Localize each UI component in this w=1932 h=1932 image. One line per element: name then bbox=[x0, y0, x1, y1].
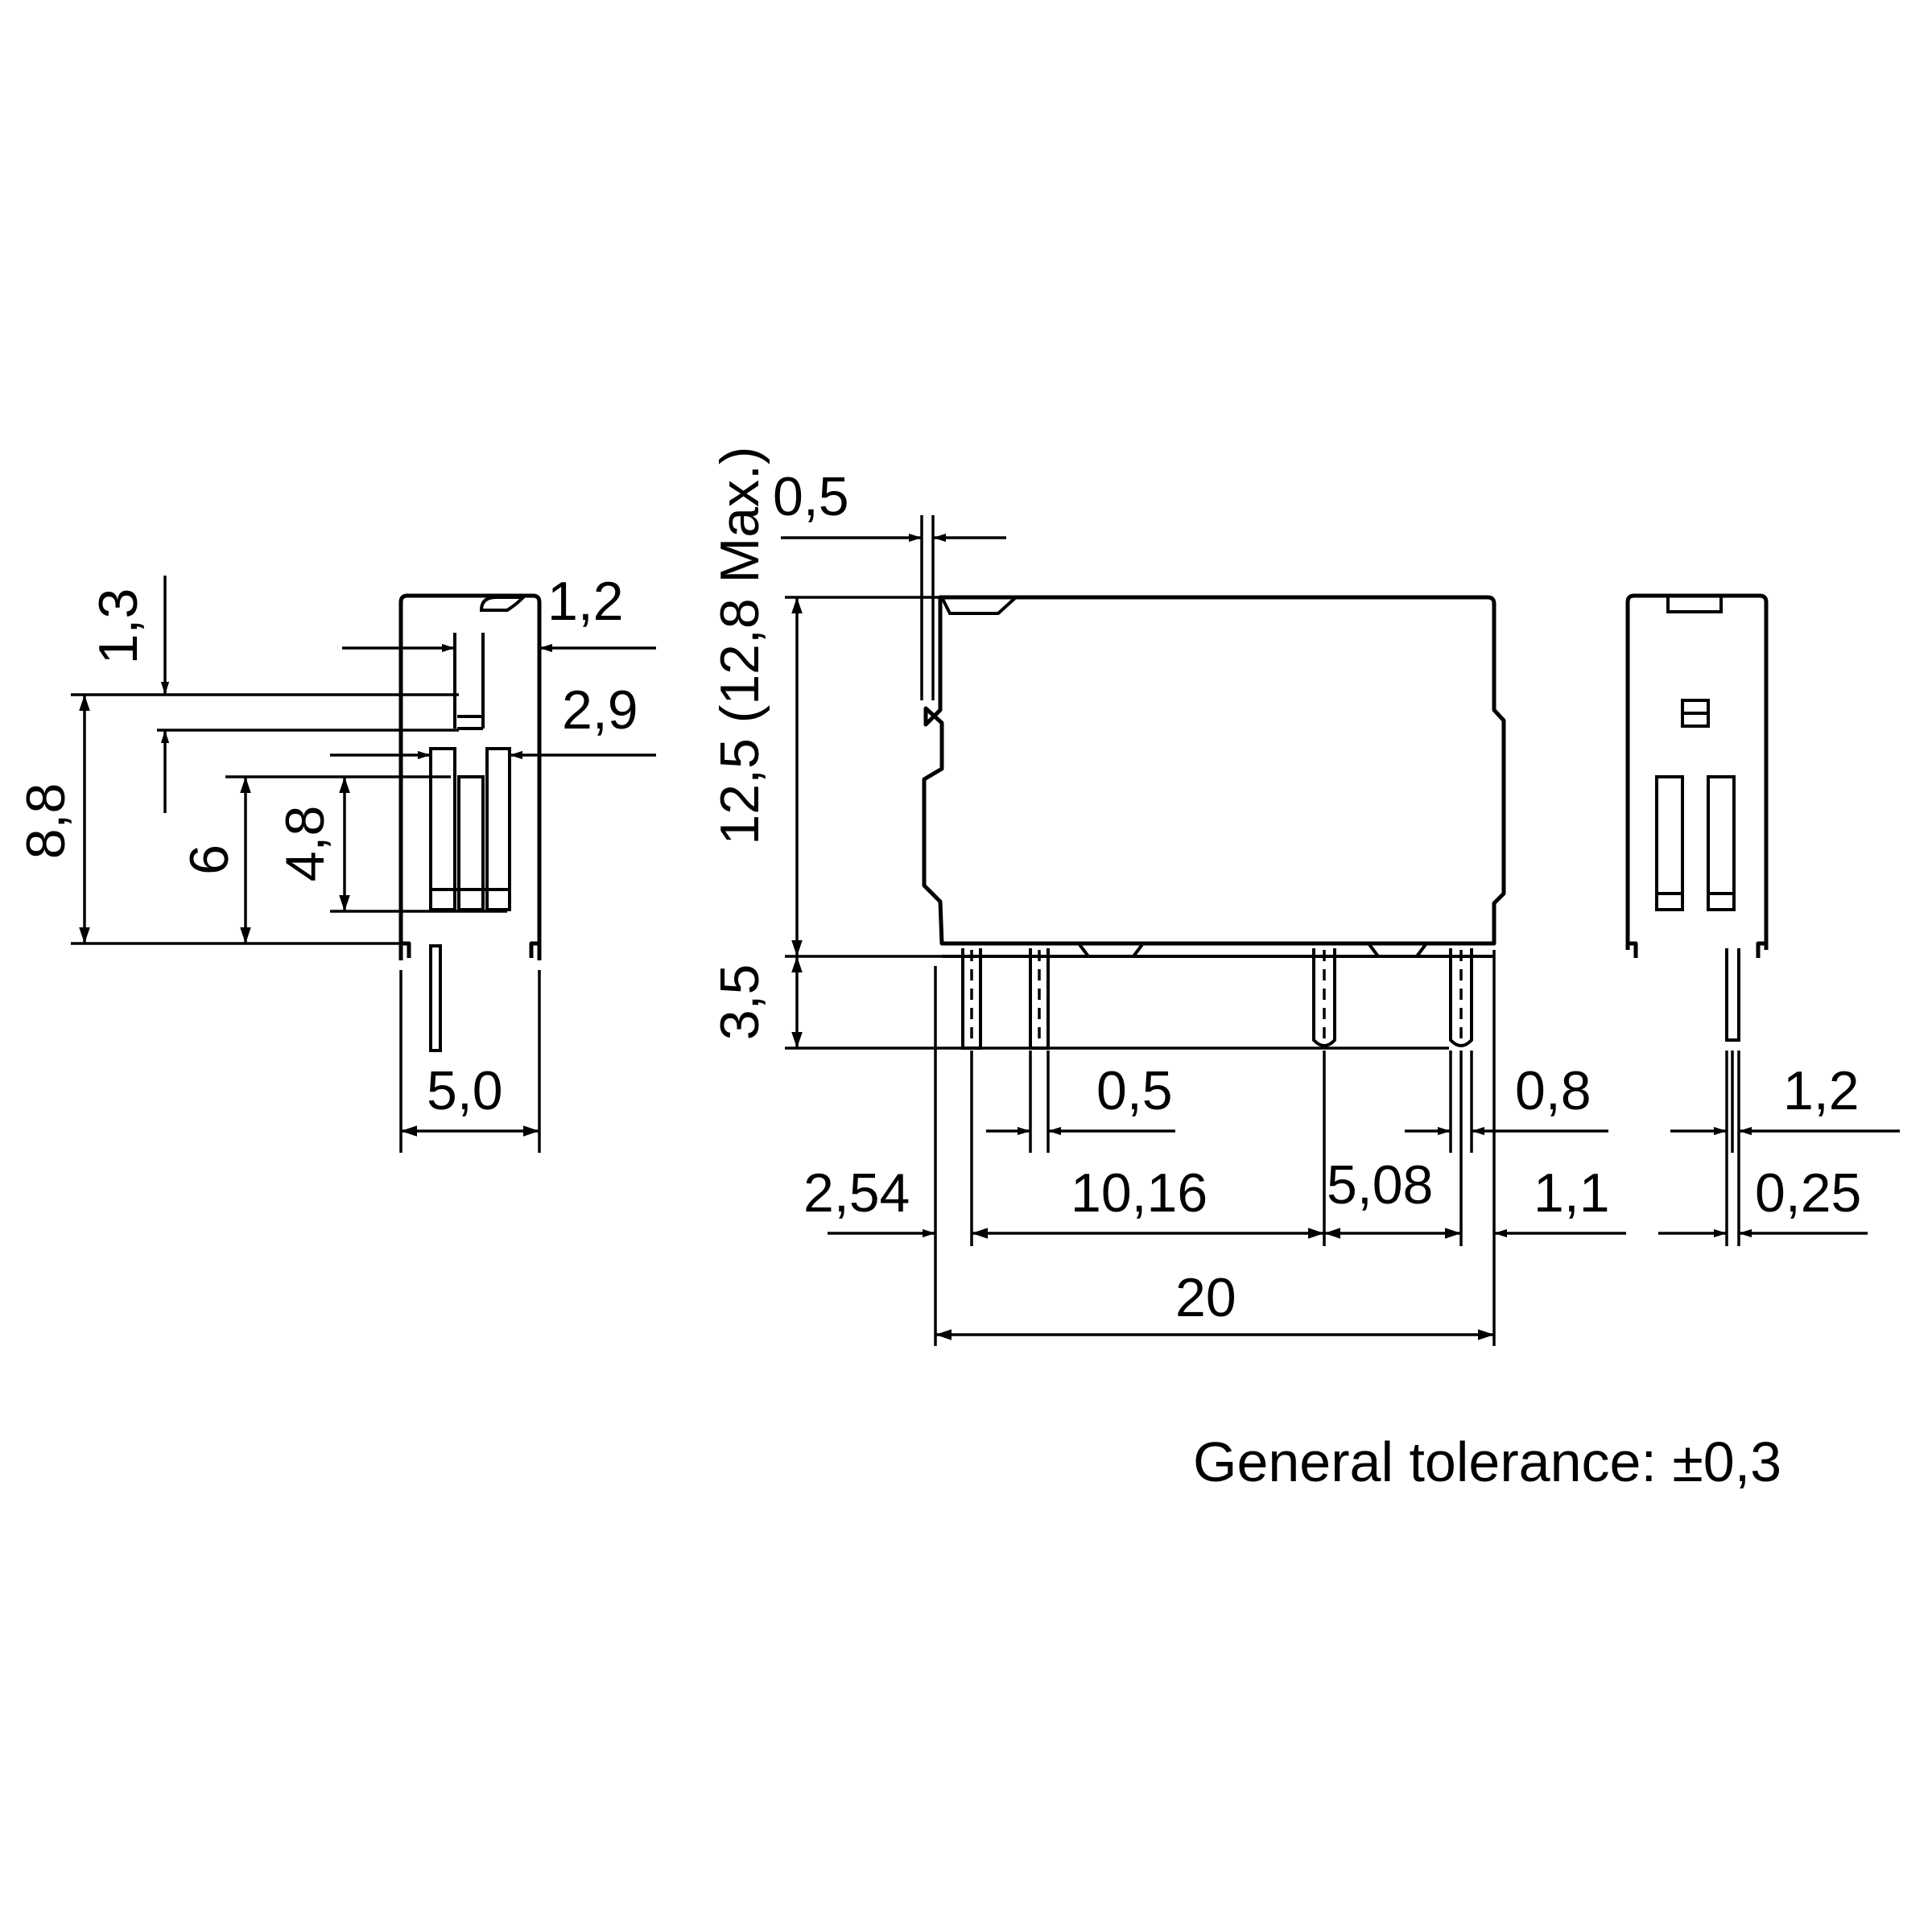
dim-label-0-25: 0,25 bbox=[1755, 1162, 1861, 1224]
end-view-slot bbox=[1655, 775, 1684, 911]
dim-label-1-3: 1,3 bbox=[88, 588, 149, 665]
dim-label-height: 12,5 (12,8 Max.) bbox=[709, 446, 770, 844]
dim-label-8-8: 8,8 bbox=[15, 783, 76, 860]
front-view-pin bbox=[1449, 948, 1473, 1047]
dim-label-2-54: 2,54 bbox=[803, 1162, 910, 1224]
dim-label-2-9: 2,9 bbox=[562, 679, 638, 741]
end-view-slot bbox=[1707, 775, 1736, 911]
side-view-latch bbox=[479, 596, 527, 612]
dim-label-1-1: 1,1 bbox=[1534, 1162, 1610, 1224]
front-view-pin bbox=[1312, 948, 1336, 1047]
dim-label-0-5-top: 0,5 bbox=[773, 466, 849, 527]
side-view-body-outline bbox=[398, 593, 542, 960]
dim-label-1-2: 1,2 bbox=[547, 571, 624, 632]
dim-label-3-5: 3,5 bbox=[709, 964, 770, 1041]
side-view-slot bbox=[485, 747, 511, 911]
dim-label-10-16: 10,16 bbox=[1071, 1162, 1208, 1224]
dim-label-1-2-end: 1,2 bbox=[1783, 1060, 1860, 1121]
side-view-body-bottom bbox=[401, 941, 539, 958]
end-view-body-bottom bbox=[1628, 941, 1766, 958]
dim-label-0-5-pin: 0,5 bbox=[1096, 1060, 1173, 1121]
front-view-body-outline bbox=[922, 595, 1506, 946]
end-view: 1,2 0,25 bbox=[1625, 593, 1900, 1246]
end-view-body-outline bbox=[1625, 593, 1769, 950]
front-view: 0,5 12,5 (12,8 Max.) 3,5 0,5 0,8 2,54 10… bbox=[709, 446, 1626, 1346]
side-view-pin bbox=[429, 944, 442, 1052]
dim-label-6: 6 bbox=[179, 844, 240, 875]
end-view-top-notch bbox=[1666, 597, 1723, 613]
dim-label-5-08: 5,08 bbox=[1327, 1154, 1433, 1216]
front-view-body-notch bbox=[940, 596, 1018, 615]
side-view-slot bbox=[457, 775, 485, 911]
end-view-pin bbox=[1725, 948, 1740, 1042]
dim-label-5-0: 5,0 bbox=[427, 1060, 503, 1121]
dim-label-20: 20 bbox=[1175, 1267, 1236, 1328]
general-tolerance-note: General tolerance: ±0,3 bbox=[1193, 1430, 1781, 1493]
dim-label-4-8: 4,8 bbox=[275, 806, 336, 882]
side-view-slot bbox=[429, 747, 456, 911]
side-view: 1,3 1,2 2,9 8,8 6 4,8 5,0 bbox=[15, 571, 656, 1153]
dim-label-0-8: 0,8 bbox=[1515, 1060, 1591, 1121]
